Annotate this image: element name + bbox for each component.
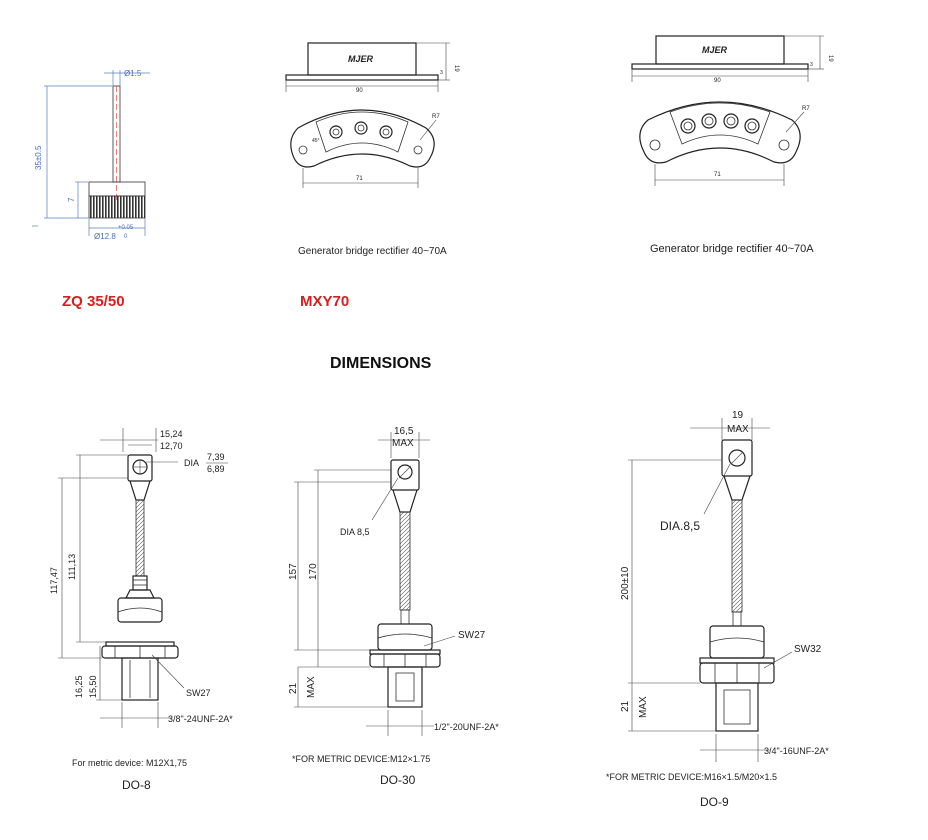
mxy2-dim-width: 90 [714, 78, 721, 84]
do30-dim-w: 16,5 [394, 426, 414, 437]
zq-product-name: ZQ 35/50 [62, 293, 125, 310]
do9-sw: SW32 [794, 644, 822, 655]
zq-dim-pin: Ø1.5 [124, 69, 142, 78]
do30-drawing [294, 432, 456, 736]
do8-dim-w2: 12,70 [160, 441, 183, 451]
zq-dim-height: 35±0.5 [34, 145, 43, 170]
mxy2-dim-radius: R7 [802, 106, 810, 112]
do30-dim-b: 21 [288, 682, 299, 694]
do8-thread: 3/8"-24UNF-2A* [168, 714, 233, 724]
mxy2-dim-hole-span: 71 [714, 172, 721, 178]
mxy2-logo: MJER [702, 45, 728, 55]
do9-dia: DIA.8,5 [660, 519, 700, 533]
do8-dim-h2: 111,13 [67, 554, 77, 580]
do8-dim-w1: 15,24 [160, 429, 183, 439]
mxy-product-name: MXY70 [300, 293, 349, 310]
do9-max-b: MAX [638, 696, 649, 718]
do9-name: DO-9 [700, 795, 729, 809]
do30-name: DO-30 [380, 773, 416, 787]
mxy2-dim-step: 3 [810, 62, 813, 68]
mxy-logo: MJER [348, 54, 374, 64]
mxy-dim-hole-span: 71 [356, 176, 363, 182]
do8-sw: SW27 [186, 688, 211, 698]
mxy-drawing [285, 42, 450, 188]
zq-dim-tol-top: +0.05 [118, 225, 134, 231]
mxy-caption: Generator bridge rectifier 40~70A [298, 246, 447, 257]
do8-dia-v1: 7,39 [207, 452, 225, 462]
do9-dim-b: 21 [620, 700, 631, 712]
do9-metric: *FOR METRIC DEVICE:M16×1.5/M20×1.5 [606, 772, 777, 782]
do30-max-b: MAX [306, 676, 317, 698]
do8-metric: For metric device: M12X1,75 [72, 758, 187, 768]
do8-dim-b1: 16,25 [74, 675, 84, 698]
do9-drawing [628, 418, 793, 762]
do8-dim-b2: 15,50 [88, 675, 98, 698]
do9-dim-h: 200±10 [620, 566, 631, 600]
zq-dim-tol-bottom: 0 [124, 234, 128, 240]
section-title: DIMENSIONS [330, 355, 432, 372]
mxy-dim-height: 19 [453, 65, 459, 72]
mxy2-dim-height: 19 [827, 55, 833, 62]
do30-metric: *FOR METRIC DEVICE:M12×1.75 [292, 754, 430, 764]
do8-dim-h1: 117,47 [49, 567, 59, 594]
do30-max: MAX [392, 438, 414, 449]
mxy-dim-radius: R7 [432, 114, 440, 120]
do8-drawing [58, 428, 185, 728]
do9-max: MAX [727, 424, 749, 435]
mxy-dim-angle: 45° [312, 138, 320, 144]
zq-drawing [32, 70, 150, 236]
do8-dia-v2: 6,89 [207, 464, 225, 474]
do30-thread: 1/2"-20UNF-2A* [434, 722, 499, 732]
do9-dim-w: 19 [732, 410, 744, 421]
mxy2-drawing [631, 35, 824, 186]
zq-dim-base-height: 7 [67, 197, 76, 202]
do30-dim-h1: 157 [288, 563, 299, 580]
mxy-dim-step: 3 [440, 70, 443, 76]
zq-dim-diameter: Ø12.8 [94, 232, 116, 241]
do30-dia: DIA 8,5 [340, 527, 370, 537]
do30-dim-h2: 170 [308, 563, 319, 580]
do9-thread: 3/4"-16UNF-2A* [764, 746, 829, 756]
do30-sw: SW27 [458, 630, 486, 641]
do8-dia-label: DIA [184, 458, 199, 468]
mxy-dim-width: 90 [356, 88, 363, 94]
mxy2-caption: Generator bridge rectifier 40~70A [650, 243, 814, 255]
do8-name: DO-8 [122, 778, 151, 792]
